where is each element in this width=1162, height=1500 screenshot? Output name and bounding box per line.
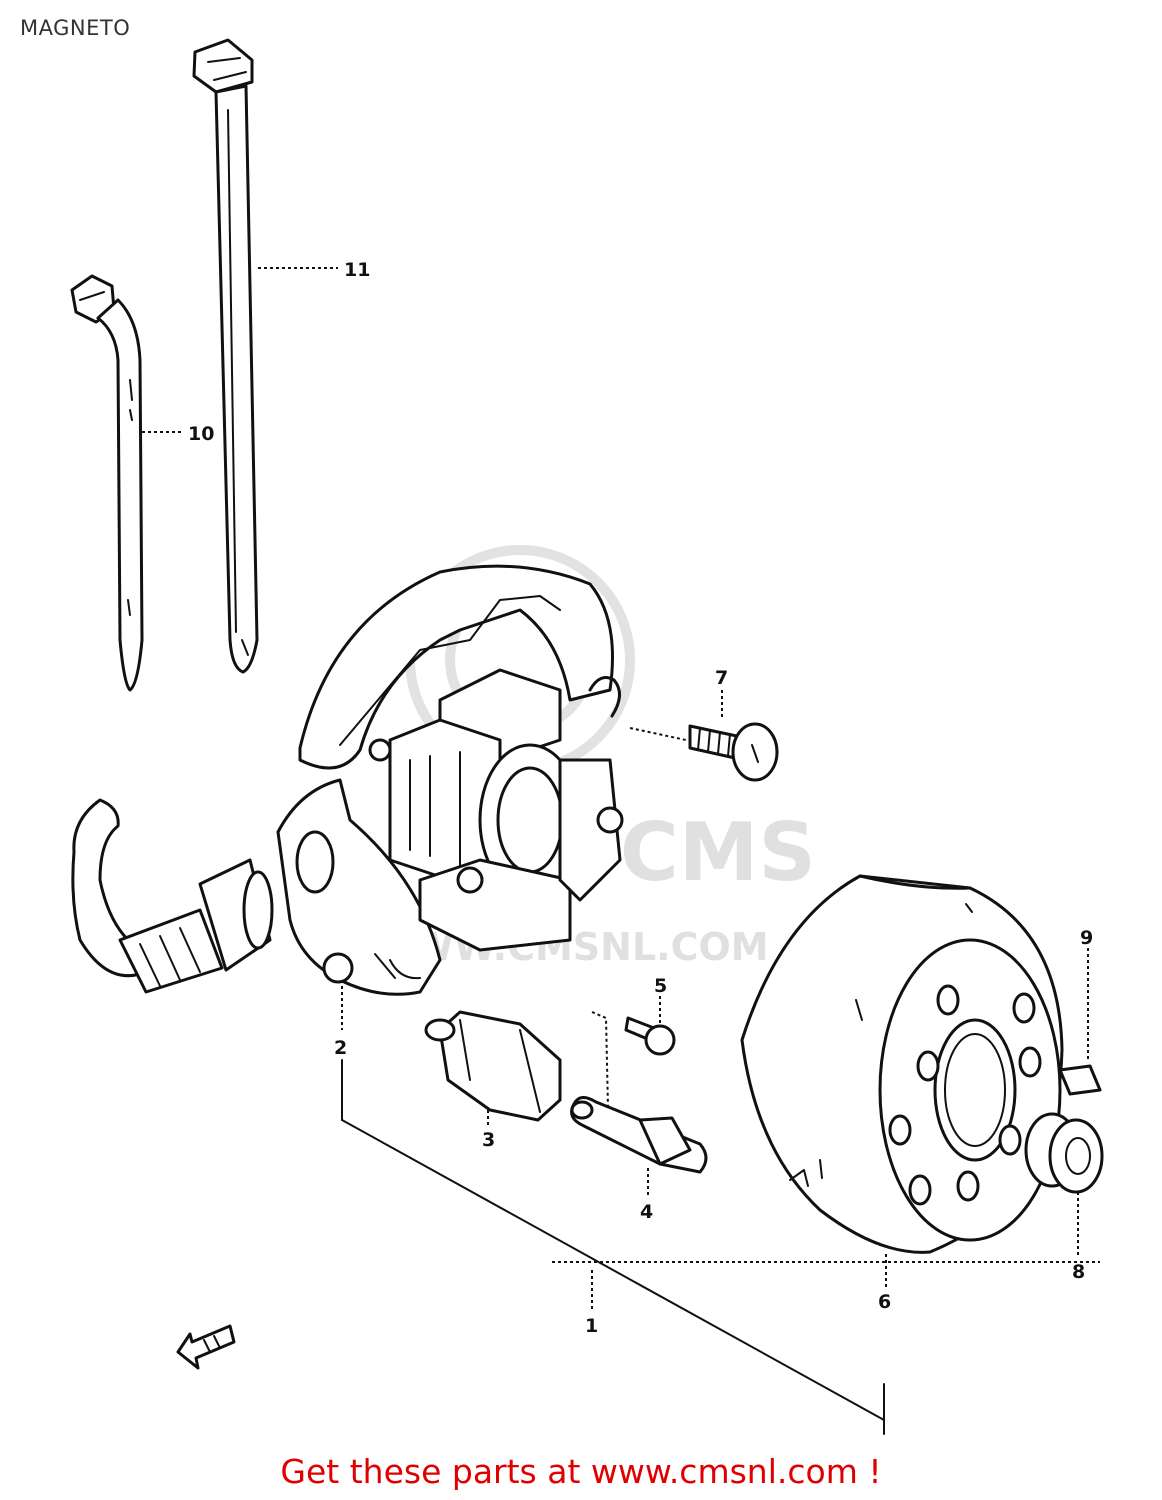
callout-7: 7 — [715, 667, 728, 689]
leader-4a — [591, 1011, 609, 1109]
part-8-nut — [1024, 1112, 1104, 1194]
watermark-logo-text: CMS — [620, 806, 816, 899]
callout-1: 1 — [585, 1315, 598, 1337]
callout-9: 9 — [1080, 927, 1093, 949]
front-arrow-icon — [176, 1324, 236, 1370]
part-7-screw — [688, 722, 779, 782]
leader-7b — [629, 727, 687, 741]
part-4-bracket — [570, 1096, 708, 1174]
part-6-rotor — [740, 874, 1064, 1254]
stator-assembly — [276, 564, 624, 996]
part-9-key — [1058, 1064, 1102, 1096]
callout-3: 3 — [482, 1129, 495, 1151]
callout-10: 10 — [188, 423, 214, 445]
part-3-pickup-coil — [424, 1010, 562, 1122]
group-bracket-1 — [341, 986, 885, 1435]
callout-11: 11 — [344, 259, 370, 281]
part-5-small-screw — [624, 1016, 676, 1056]
callout-5: 5 — [654, 975, 667, 997]
part-10-short-cable-tie — [70, 274, 144, 692]
footer-cta-text: Get these parts at www.cmsnl.com ! — [280, 1452, 882, 1491]
stator-wire-harness — [71, 798, 274, 994]
callout-4: 4 — [640, 1201, 653, 1223]
part-11-long-cable-tie — [192, 38, 259, 674]
page-title: MAGNETO — [20, 16, 131, 40]
callout-2: 2 — [334, 1037, 347, 1059]
callout-8: 8 — [1072, 1261, 1085, 1283]
callout-6: 6 — [878, 1291, 891, 1313]
footer-cta-link[interactable]: Get these parts at www.cmsnl.com ! — [0, 1452, 1162, 1491]
